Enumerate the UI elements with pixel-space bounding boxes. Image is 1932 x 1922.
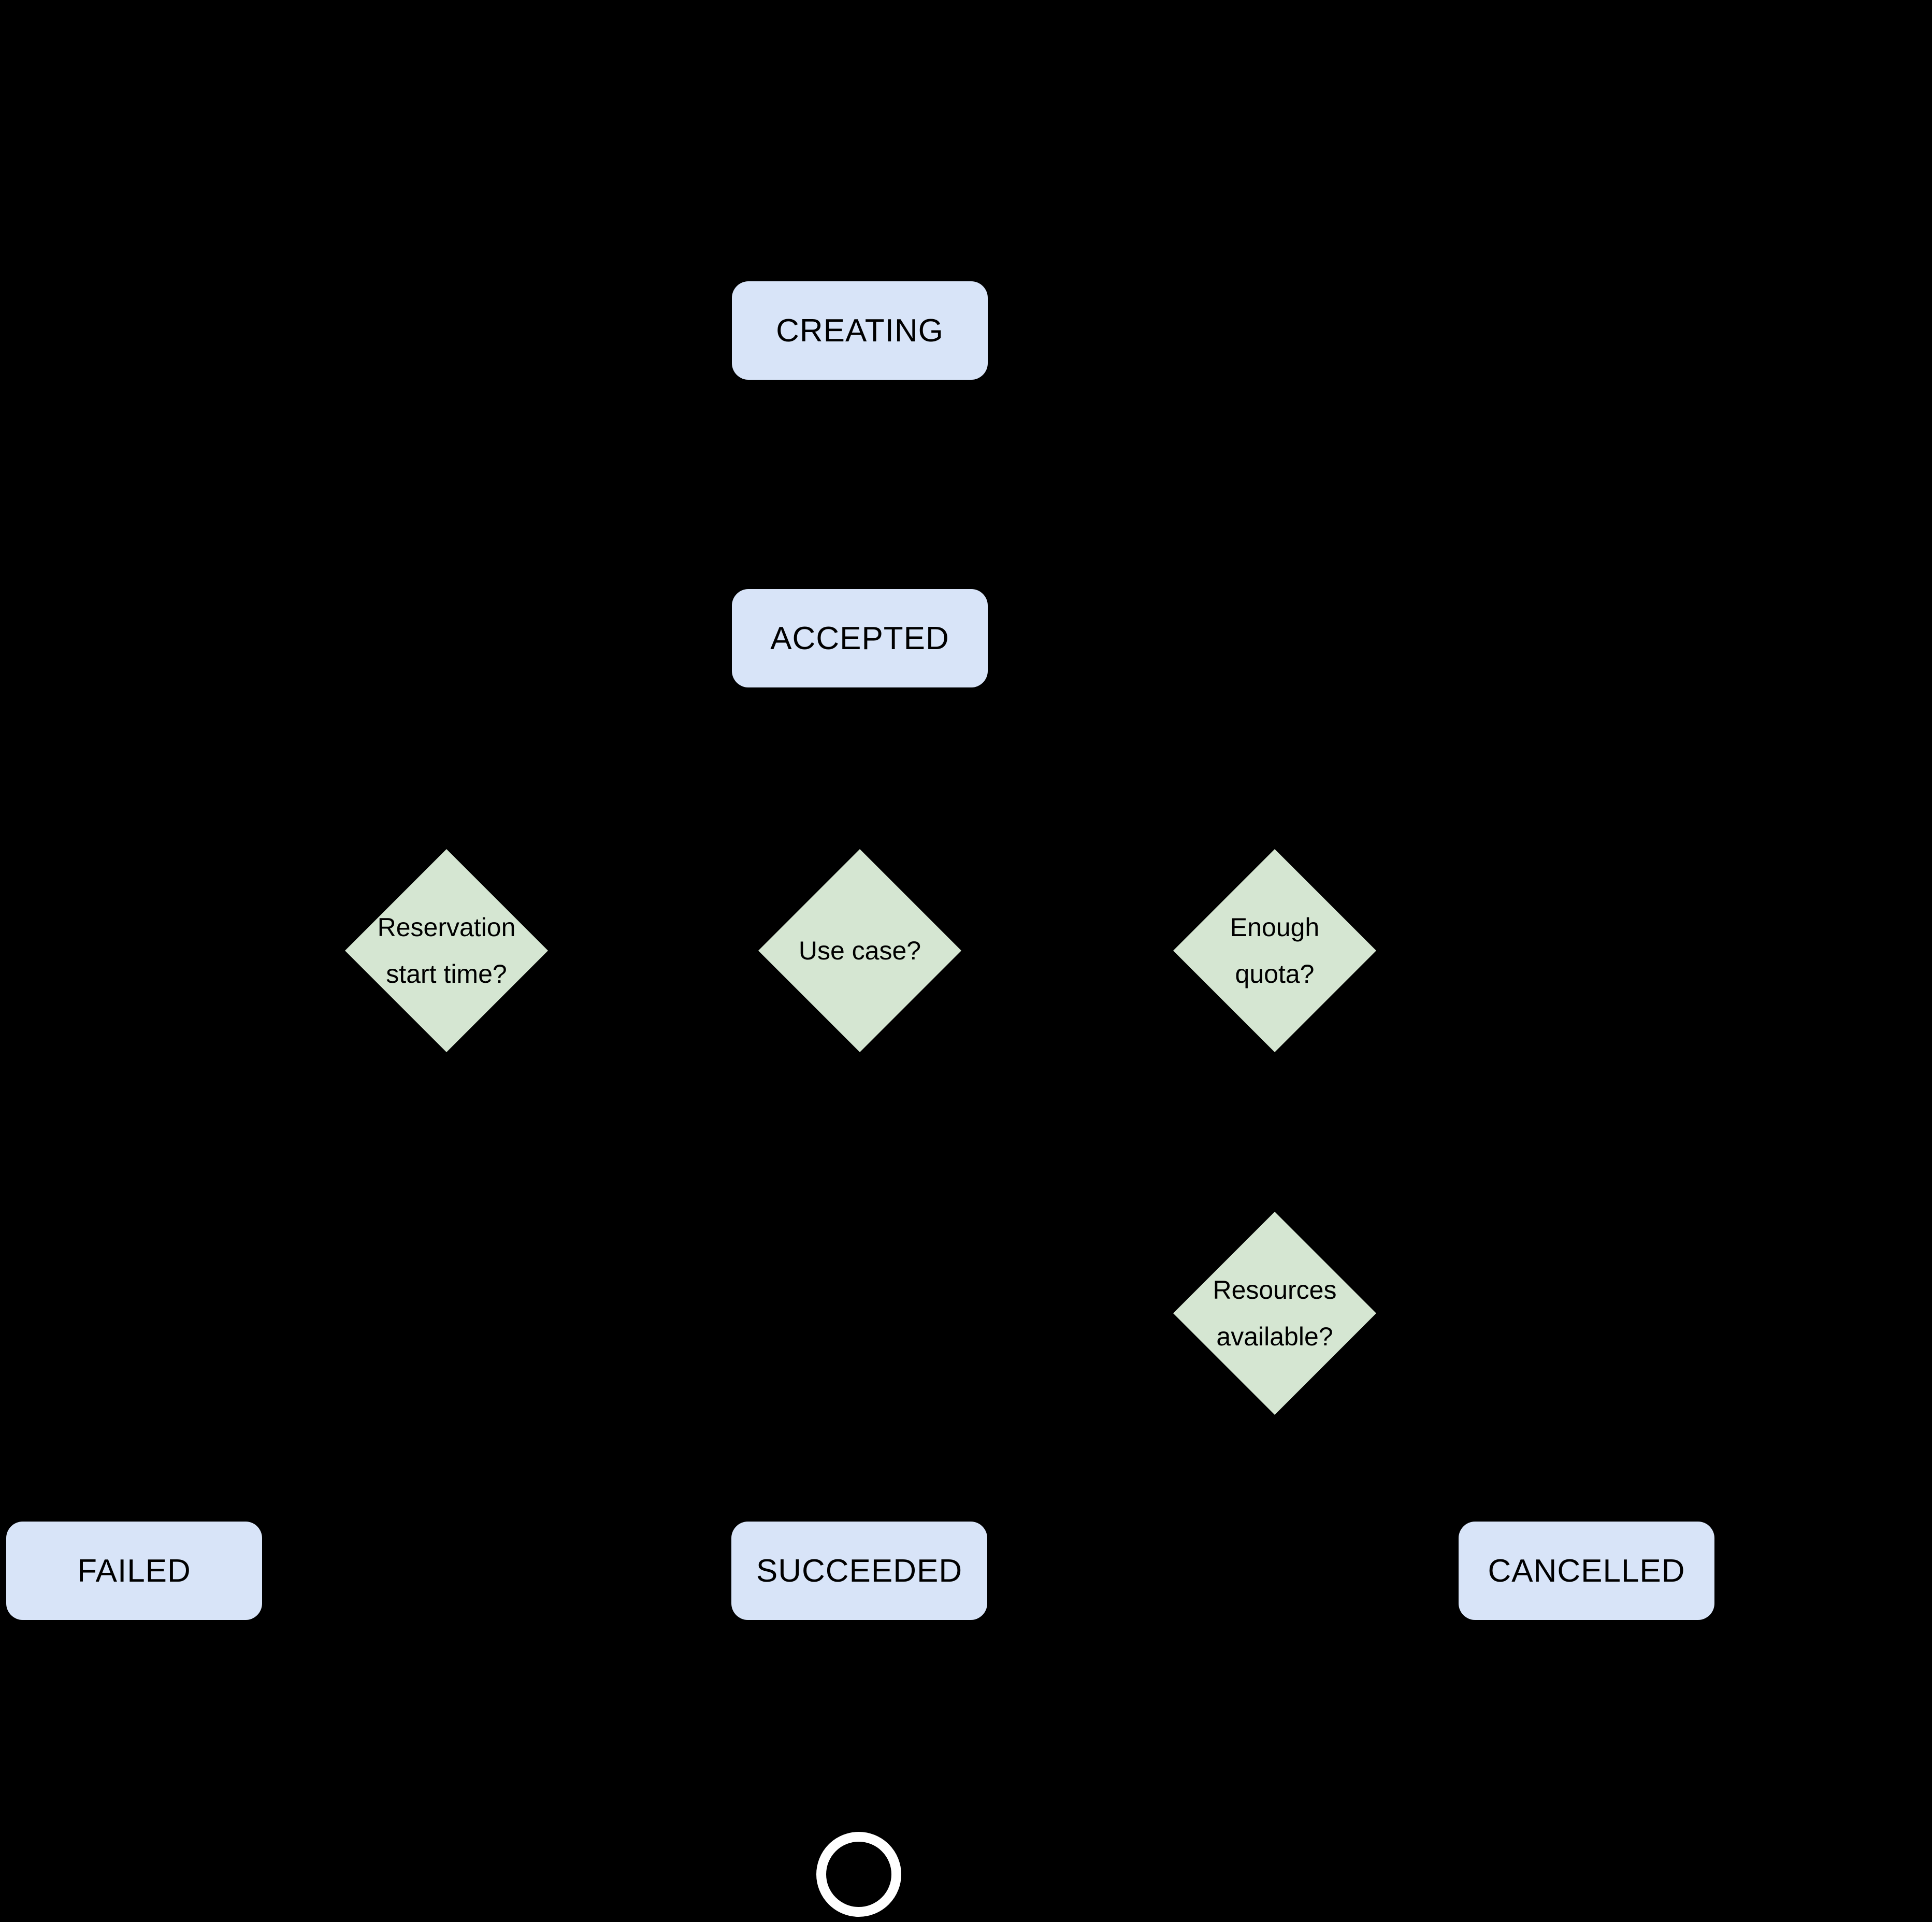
decision-enough-quota-line1: Enough (1230, 913, 1320, 942)
state-failed: FAILED (6, 1522, 262, 1620)
decision-enough-quota: Enough quota? (1173, 849, 1376, 1052)
state-cancelled: CANCELLED (1459, 1522, 1714, 1620)
state-succeeded: SUCCEEDED (731, 1522, 987, 1620)
decision-resources-available: Resources available? (1173, 1212, 1376, 1415)
state-accepted: ACCEPTED (732, 589, 988, 687)
state-accepted-label: ACCEPTED (770, 620, 949, 656)
state-creating-label: CREATING (776, 312, 944, 349)
decision-use-case-line1: Use case? (798, 936, 921, 965)
decision-resources-available-line1: Resources (1213, 1275, 1337, 1304)
decision-reservation-start-time-line1: Reservation (377, 913, 516, 942)
decision-reservation-start-time-line2: start time? (386, 959, 507, 988)
decision-resources-available-line2: available? (1216, 1322, 1333, 1351)
decision-use-case: Use case? (758, 849, 961, 1052)
decision-enough-quota-line2: quota? (1235, 959, 1315, 988)
state-cancelled-label: CANCELLED (1488, 1553, 1685, 1589)
state-creating: CREATING (732, 281, 988, 380)
final-state-icon (816, 1832, 901, 1917)
state-failed-label: FAILED (77, 1553, 191, 1589)
decision-reservation-start-time: Reservation start time? (345, 849, 548, 1052)
state-succeeded-label: SUCCEEDED (756, 1553, 963, 1589)
